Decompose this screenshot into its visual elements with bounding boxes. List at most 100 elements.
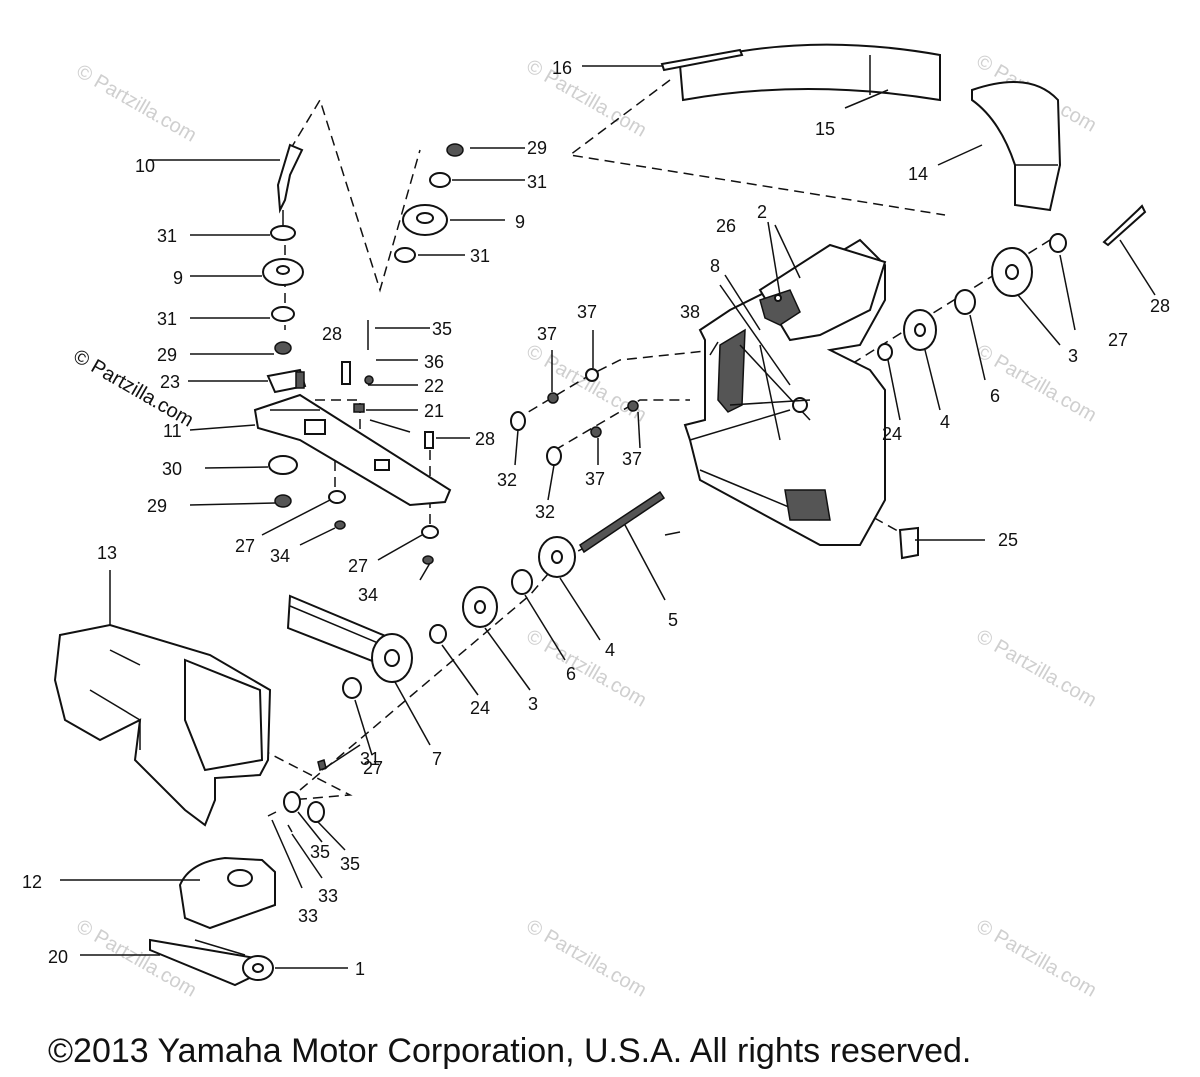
callout-6: 6 (990, 386, 1000, 406)
callout-10: 10 (135, 156, 155, 176)
nut-part-22 (353, 403, 365, 413)
watermark: © Partzilla.com (523, 55, 651, 141)
callout-35: 35 (340, 854, 360, 874)
callout-28: 28 (1150, 296, 1170, 316)
callout-31: 31 (360, 749, 380, 769)
callout-28: 28 (475, 429, 495, 449)
callout-1: 1 (355, 959, 365, 979)
callout-37: 37 (537, 324, 557, 344)
callout-36: 36 (424, 352, 444, 372)
slide-plate-part-11 (253, 393, 452, 507)
callout-31: 31 (157, 309, 177, 329)
auger-part-5 (579, 490, 666, 554)
callout-5: 5 (668, 610, 678, 630)
callout-37: 37 (585, 469, 605, 489)
watermark: © Partzilla.com (973, 915, 1101, 1001)
washers (283, 233, 1067, 823)
belt-cover-part-13 (53, 623, 272, 827)
washer-part-24-right (877, 343, 893, 361)
deflector-part-15 (678, 43, 941, 102)
nut-part-37 (547, 392, 559, 404)
bolt-part-28-mid (424, 431, 434, 449)
callout-3: 3 (1068, 346, 1078, 366)
watermark: © Partzilla.com (973, 340, 1101, 426)
watermark: © Partzilla.com (523, 625, 651, 711)
callout-26: 26 (716, 216, 736, 236)
bolt-part-28-right (1102, 204, 1147, 247)
chute-end-part-14 (971, 81, 1062, 212)
callout-24: 24 (470, 698, 490, 718)
callout-20: 20 (48, 947, 68, 967)
housing-part-2 (683, 238, 887, 546)
callout-22: 22 (424, 376, 444, 396)
callout-27: 27 (1108, 330, 1128, 350)
callout-8: 8 (710, 256, 720, 276)
callout-6: 6 (566, 664, 576, 684)
callout-12: 12 (22, 872, 42, 892)
callout-29: 29 (147, 496, 167, 516)
washer-part-6-right (954, 289, 976, 315)
callout-32: 32 (497, 470, 517, 490)
lower-arm-part-1 (149, 938, 274, 987)
callout-25: 25 (998, 530, 1018, 550)
callout-11: 11 (163, 421, 182, 441)
callout-35: 35 (432, 319, 452, 339)
callout-32: 32 (535, 502, 555, 522)
callout-31: 31 (470, 246, 490, 266)
nut-part-37 (627, 400, 639, 412)
bolt-part-38 (709, 341, 719, 356)
pulley-stack-upper (394, 143, 464, 263)
callout-31: 31 (157, 226, 177, 246)
callout-9: 9 (173, 268, 183, 288)
callout-38: 38 (680, 302, 700, 322)
washer-part-6-lower (511, 569, 533, 595)
callout-29: 29 (157, 345, 177, 365)
watermark: © Partzilla.com (973, 625, 1101, 711)
watermark: © Partzilla.com (73, 60, 201, 146)
copyright-notice: ©2013 Yamaha Motor Corporation, U.S.A. A… (48, 1032, 971, 1070)
leader-lines (60, 65, 1156, 969)
belt-pulley-part-7 (286, 594, 413, 683)
shaft-part-8 (719, 284, 791, 386)
callout-15: 15 (815, 119, 835, 139)
cap-part-12 (178, 856, 276, 930)
callout-34: 34 (358, 585, 378, 605)
callout-2: 2 (757, 202, 767, 222)
washer-part-27-right (1049, 233, 1067, 253)
callout-28: 28 (322, 324, 342, 344)
washer-part-24-lower (429, 624, 447, 644)
callout-4: 4 (605, 640, 615, 660)
watermark: © Partzilla.com (523, 915, 651, 1001)
bolt-part-28 (341, 361, 351, 385)
pin-part-16 (660, 48, 744, 72)
bolt-part-21 (369, 419, 411, 433)
nut-part-37 (585, 368, 599, 382)
callout-24: 24 (882, 424, 902, 444)
washer-part-32-upper (510, 411, 526, 431)
callout-13: 13 (97, 543, 117, 563)
washer-part-35 (283, 791, 301, 813)
fasteners (267, 204, 1147, 833)
pulley-stack-left (262, 143, 304, 508)
callout-16: 16 (552, 58, 572, 78)
washer-part-32-lower (546, 446, 562, 466)
plate-part-25 (898, 526, 919, 560)
callout-37: 37 (577, 302, 597, 322)
bracket-part-23 (266, 368, 307, 394)
callout-21: 21 (424, 401, 444, 421)
washer-part-35 (307, 801, 325, 823)
callout-33: 33 (298, 906, 318, 926)
callout-37: 37 (622, 449, 642, 469)
callout-33: 33 (318, 886, 338, 906)
washer-part-27-lower (342, 677, 362, 699)
nut-part-37 (590, 426, 602, 438)
callout-27: 27 (363, 758, 383, 778)
callout-4: 4 (940, 412, 950, 432)
callout-27: 27 (348, 556, 368, 576)
callout-9: 9 (515, 212, 525, 232)
callout-35: 35 (310, 842, 330, 862)
callout-34: 34 (270, 546, 290, 566)
callout-30: 30 (162, 459, 182, 479)
callout-3: 3 (528, 694, 538, 714)
